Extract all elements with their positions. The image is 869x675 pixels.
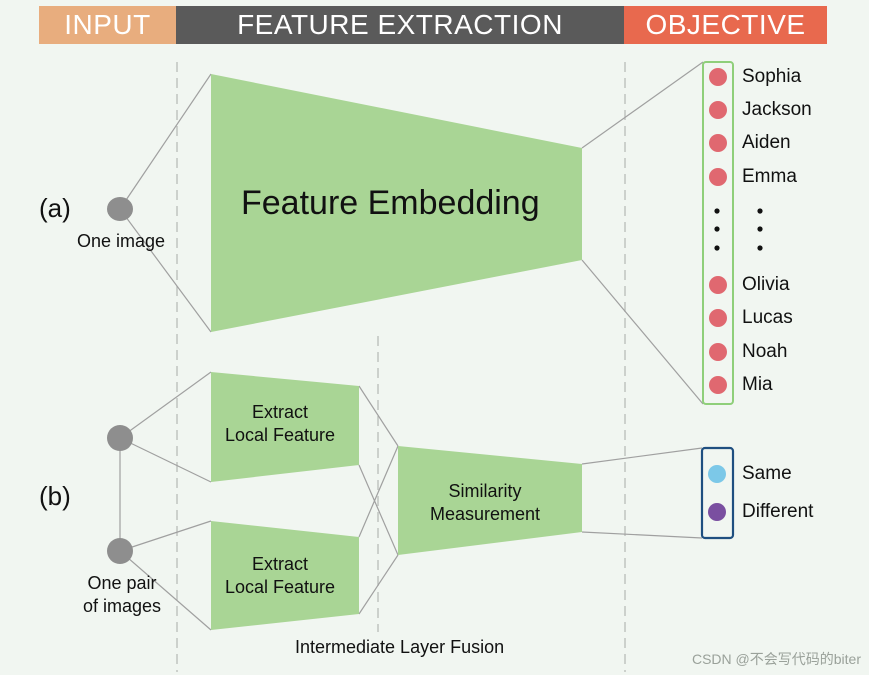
extract-label-2-line1: Extract xyxy=(251,554,308,574)
output-dot-same xyxy=(708,465,726,483)
line-b-n2-top xyxy=(119,520,212,552)
watermark: CSDN @不会写代码的biter xyxy=(691,651,861,667)
ellipsis-dot xyxy=(757,208,763,214)
section-label-a: (a) xyxy=(39,193,71,223)
extract-label-1-line2: Local Feature xyxy=(224,425,336,445)
identity-name-mia: Mia xyxy=(742,374,773,395)
identity-dot-jackson xyxy=(709,101,727,119)
line-b-cross-1 xyxy=(358,385,399,447)
identity-box xyxy=(702,61,734,405)
similarity-label: Similarity Measurement xyxy=(402,480,568,526)
line-b-n2-bottom xyxy=(119,550,212,631)
header-feature-extraction: FEATURE EXTRACTION xyxy=(176,6,624,44)
extract-label-1-line1: Extract xyxy=(251,402,308,422)
identity-name-emma: Emma xyxy=(742,166,797,187)
output-label-same: Same xyxy=(742,463,792,484)
caption-one-image: One image xyxy=(77,231,166,251)
identity-name-noah: Noah xyxy=(742,341,788,362)
line-a-out-top xyxy=(581,61,704,149)
header-objective: OBJECTIVE xyxy=(624,6,827,44)
feature-embedding-label: Feature Embedding xyxy=(241,184,540,222)
extract-label-1: Extract Local Feature xyxy=(211,401,349,447)
extract-label-2-line2: Local Feature xyxy=(224,577,336,597)
ellipsis-dot xyxy=(714,208,720,214)
identity-name-olivia: Olivia xyxy=(742,274,790,295)
line-b-cross-3 xyxy=(358,445,399,538)
line-b-out-bottom xyxy=(581,531,703,539)
input-node-b-2 xyxy=(107,538,133,564)
identity-name-lucas: Lucas xyxy=(742,307,793,328)
extract-label-2: Extract Local Feature xyxy=(211,553,349,599)
caption-one-pair: One pair of images xyxy=(72,572,172,618)
extract-local-feature-block-2 xyxy=(211,521,359,630)
input-node-b-1 xyxy=(107,425,133,451)
ellipsis-dot xyxy=(714,226,720,232)
ellipsis-dot xyxy=(757,226,763,232)
line-a-bottom xyxy=(119,208,212,333)
caption-one-pair-line2: of images xyxy=(82,596,162,616)
identity-dot-aiden xyxy=(709,134,727,152)
output-dot-different xyxy=(708,503,726,521)
line-b-cross-2 xyxy=(358,464,399,556)
line-b-n1-top xyxy=(119,371,212,439)
feature-embedding-block xyxy=(211,74,582,332)
identity-dot-noah xyxy=(709,343,727,361)
similarity-label-line1: Similarity xyxy=(448,481,522,501)
line-b-cross-4 xyxy=(358,554,399,615)
extract-local-feature-block-1 xyxy=(211,372,359,482)
ellipsis-dot xyxy=(714,245,720,251)
line-b-out-top xyxy=(581,447,703,465)
caption-one-pair-line1: One pair xyxy=(87,573,157,593)
identity-dot-sophia xyxy=(709,68,727,86)
identity-name-aiden: Aiden xyxy=(742,132,791,153)
ellipsis-dot xyxy=(757,245,763,251)
similarity-label-line2: Measurement xyxy=(429,504,541,524)
section-label-b: (b) xyxy=(39,481,71,511)
identity-dot-emma xyxy=(709,168,727,186)
identity-dot-mia xyxy=(709,376,727,394)
output-label-different: Different xyxy=(742,501,814,522)
header-input: INPUT xyxy=(39,6,176,44)
input-node-a xyxy=(107,197,133,221)
similarity-measurement-block xyxy=(398,446,582,555)
line-a-top xyxy=(119,73,212,210)
identity-name-jackson: Jackson xyxy=(742,99,812,120)
line-b-n1-bottom xyxy=(119,437,212,483)
identity-name-sophia: Sophia xyxy=(742,66,802,87)
intermediate-fusion-label: Intermediate Layer Fusion xyxy=(295,637,505,657)
identity-dot-lucas xyxy=(709,309,727,327)
output-box xyxy=(700,446,735,540)
identity-dot-olivia xyxy=(709,276,727,294)
line-a-out-bottom xyxy=(581,259,704,405)
